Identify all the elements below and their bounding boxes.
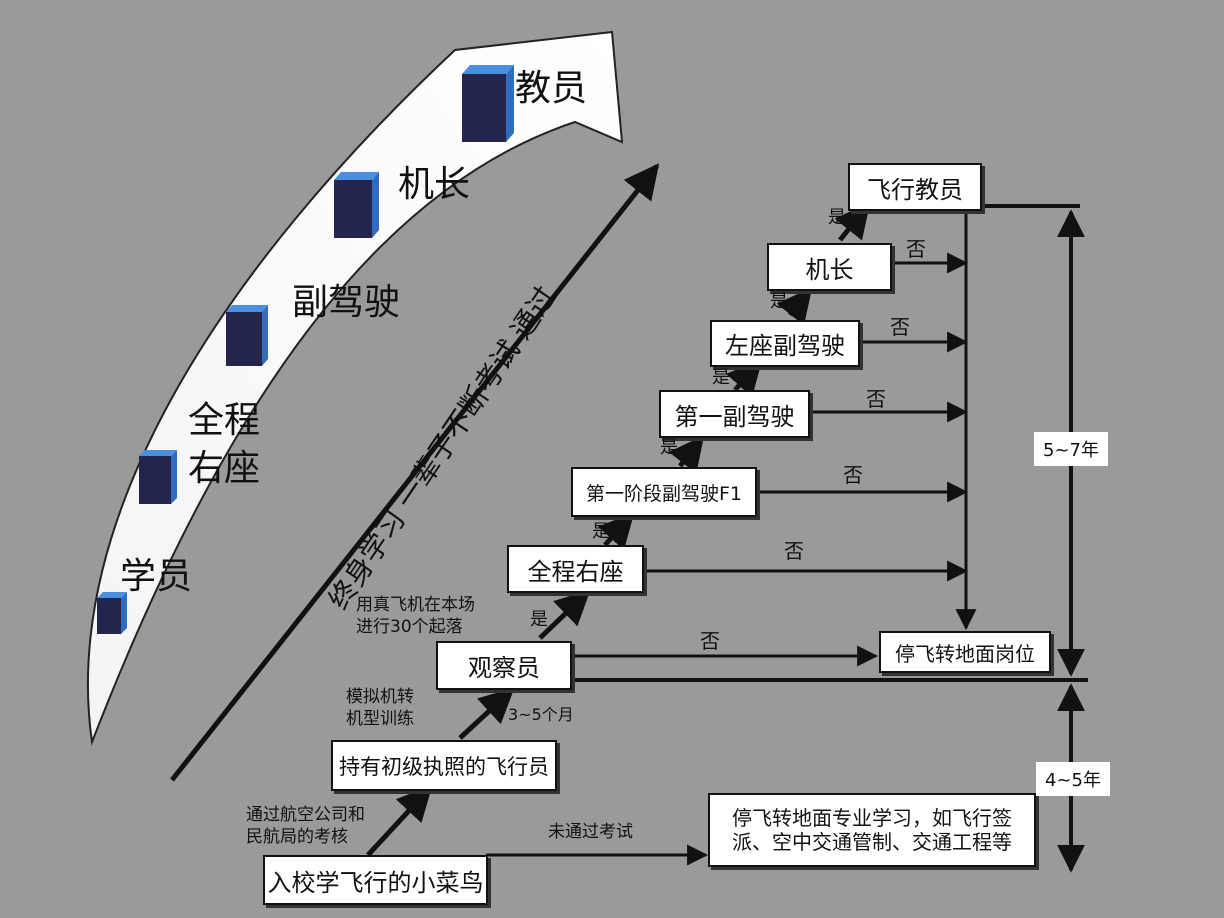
ground-study-line2: 派、空中交通管制、交通工程等 — [732, 830, 1012, 854]
box-flight-instructor: 飞行教员 — [848, 163, 982, 211]
yes-label: 是 — [712, 367, 730, 388]
bar-instructor-icon — [462, 65, 514, 142]
box-observer: 观察员 — [436, 641, 572, 690]
level-captain: 机长 — [398, 164, 471, 205]
sim-note-1: 模拟机转 — [346, 687, 414, 707]
bar-full-right-icon — [139, 450, 177, 504]
yes-label: 是 — [770, 291, 788, 312]
box-f1-copilot: 第一阶段副驾驶F1 — [571, 467, 757, 517]
exam-note-1: 通过航空公司和 — [246, 805, 365, 825]
level-full-right-2: 右座 — [188, 448, 261, 489]
months-note: 3~5个月 — [508, 705, 574, 724]
box-licensed-pilot: 持有初级执照的飞行员 — [331, 740, 557, 791]
no-label: 否 — [890, 315, 910, 339]
progression-arrows — [366, 202, 871, 857]
level-copilot: 副驾驶 — [292, 282, 401, 323]
no-label: 否 — [700, 629, 720, 653]
bar-student-icon — [97, 592, 127, 634]
yes-label: 是 — [828, 207, 846, 228]
exam-note-2: 民航局的考核 — [246, 827, 348, 847]
real-plane-note-2: 进行30个起落 — [356, 617, 463, 637]
no-branch-arrows — [486, 252, 969, 866]
ground-study-line1: 停飞转地面专业学习，如飞行签 — [732, 806, 1012, 830]
real-plane-note-1: 用真飞机在本场 — [356, 595, 475, 615]
box-first-copilot: 第一副驾驶 — [659, 390, 810, 438]
bar-captain-icon — [334, 172, 379, 238]
yes-label: 是 — [530, 609, 548, 630]
box-newbie: 入校学飞行的小菜鸟 — [263, 855, 488, 905]
level-student: 学员 — [120, 556, 193, 597]
no-label: 否 — [906, 237, 926, 261]
lifelong-arrow — [170, 163, 660, 782]
bar-copilot-icon — [226, 305, 268, 366]
box-full-right-seat: 全程右座 — [507, 545, 644, 593]
yes-label: 是 — [660, 437, 678, 458]
sim-note-2: 机型训练 — [346, 709, 414, 729]
box-left-copilot: 左座副驾驶 — [710, 320, 860, 367]
level-instructor: 教员 — [515, 68, 588, 109]
yes-label: 是 — [592, 521, 610, 542]
span-label-upper: 5~7年 — [1034, 432, 1108, 466]
no-label: 否 — [866, 387, 886, 411]
level-bars — [97, 65, 514, 634]
box-ground-post: 停飞转地面岗位 — [879, 631, 1051, 673]
box-captain: 机长 — [767, 243, 892, 291]
no-label: 否 — [784, 539, 804, 563]
box-ground-study: 停飞转地面专业学习，如飞行签 派、空中交通管制、交通工程等 — [708, 793, 1036, 867]
no-label: 否 — [843, 463, 863, 487]
fail-note: 未通过考试 — [548, 822, 633, 842]
span-label-lower: 4~5年 — [1036, 762, 1110, 796]
level-full-right-1: 全程 — [188, 400, 261, 441]
